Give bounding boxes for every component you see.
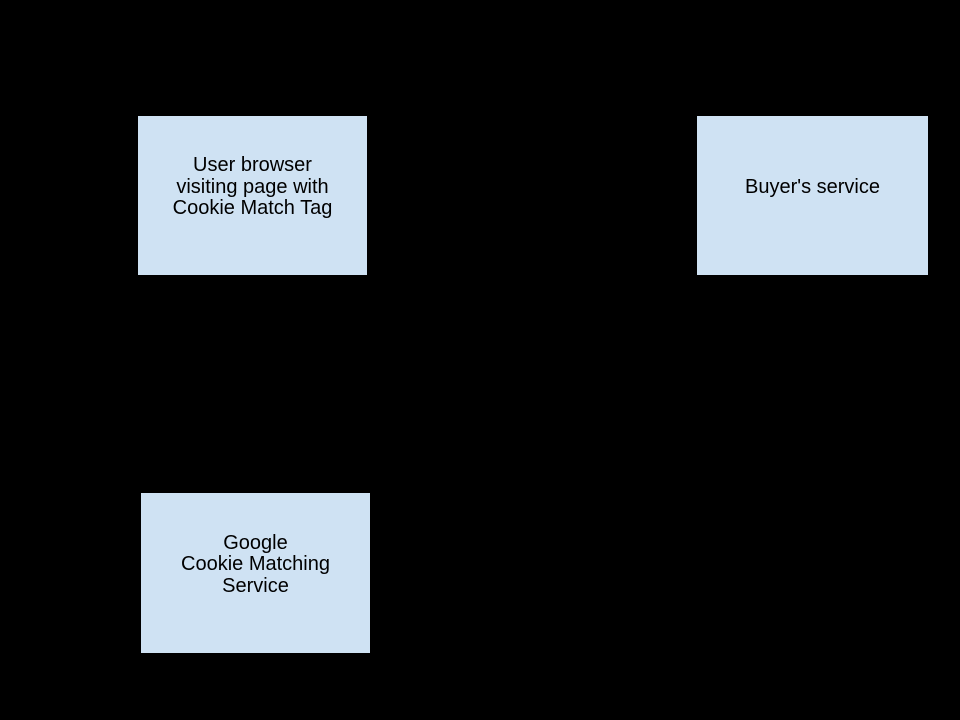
node-google-cms-line3: Service: [222, 574, 289, 597]
node-user-browser: User browser visiting page with Cookie M…: [137, 115, 368, 276]
node-google-cookie-matching-service: Google Cookie Matching Service: [140, 492, 371, 654]
node-buyers-service: Buyer's service: [696, 115, 929, 276]
node-google-cms-line2: Cookie Matching: [181, 553, 330, 576]
node-user-browser-line3: Cookie Match Tag: [172, 197, 333, 220]
node-user-browser-line1: User browser: [193, 154, 312, 177]
node-buyers-service-line1: Buyer's service: [745, 175, 880, 198]
node-google-cms-line1: Google: [223, 531, 288, 554]
node-user-browser-line2: visiting page with: [176, 175, 329, 198]
